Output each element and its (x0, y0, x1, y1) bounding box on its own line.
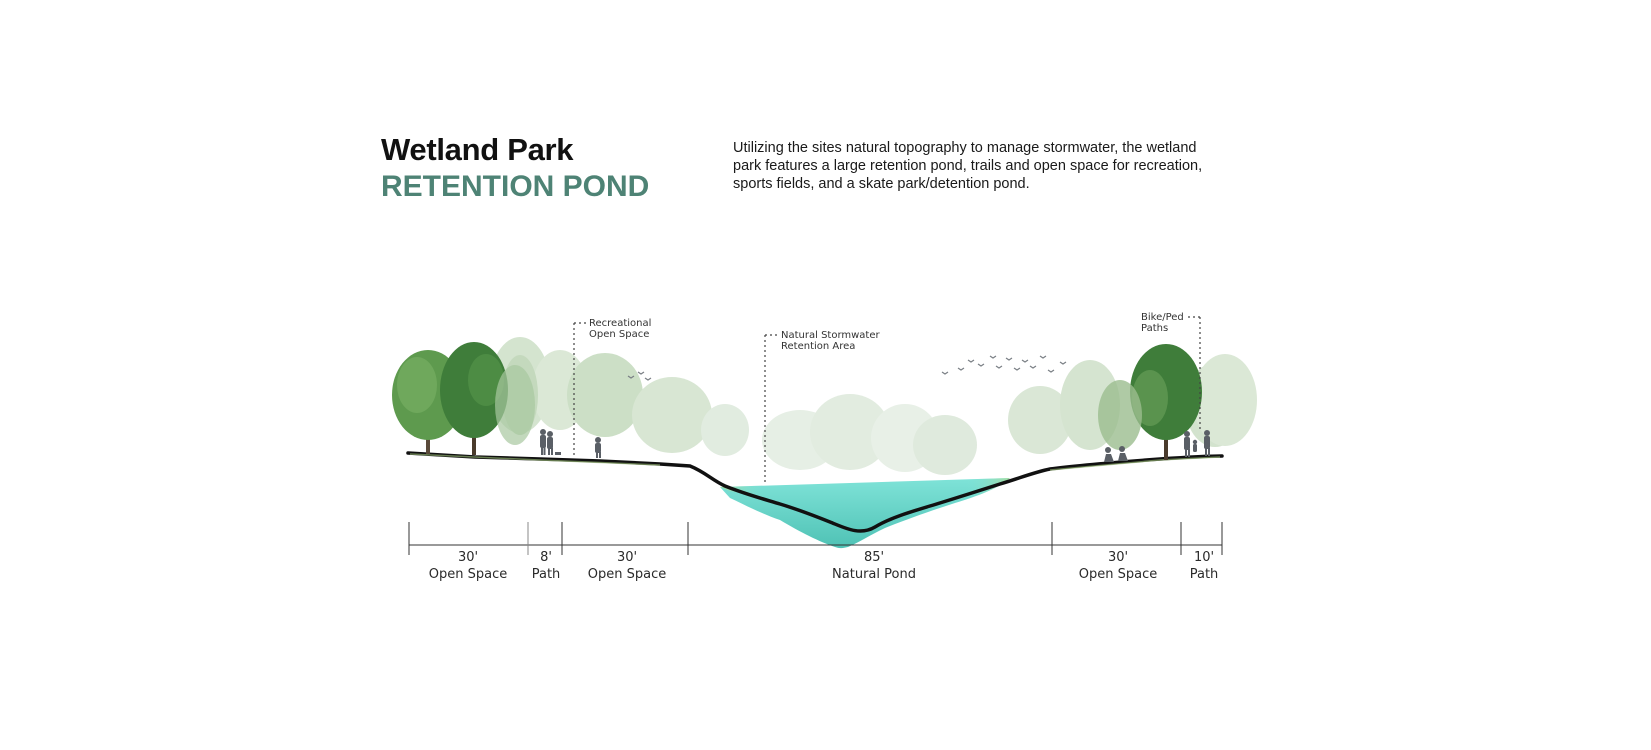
bird-icon (941, 371, 949, 375)
tree-icon (701, 404, 749, 456)
bird-icon (957, 367, 965, 371)
bird-icon (1021, 359, 1029, 363)
description: Utilizing the sites natural topography t… (733, 139, 1233, 193)
dimension-value: 30' (458, 550, 478, 565)
ground-profile (406, 451, 1224, 533)
description-line: Utilizing the sites natural topography t… (733, 140, 1197, 156)
dimension-value: 85' (864, 550, 884, 565)
tree-icon (468, 354, 504, 406)
person-icon (540, 429, 546, 455)
bird-icon (1029, 365, 1037, 369)
bird-icon (1013, 367, 1021, 371)
foreground-trees (392, 342, 1202, 460)
callout-stormwater: Natural Stormwater Retention Area (764, 330, 881, 483)
bird-icon (637, 371, 645, 375)
tree-icon (1098, 380, 1142, 450)
dimension-value: 8' (540, 550, 552, 565)
people (540, 429, 1210, 462)
pond-edge-vegetation (720, 478, 1010, 503)
bird-icon (1039, 355, 1047, 359)
bird-icon (989, 355, 997, 359)
description-line: park features a large retention pond, tr… (733, 158, 1203, 174)
dimension-label: Path (1190, 567, 1219, 582)
sitting-people-icon (1104, 446, 1128, 462)
bird-icon (644, 377, 652, 381)
tree-icon (397, 357, 437, 413)
dimension-labels: 30' Open Space 8' Path 30' Open Space 85… (429, 550, 1219, 582)
callout-text: Natural Stormwater (781, 330, 881, 341)
bird-icon (977, 363, 985, 367)
callout-text: Bike/Ped (1141, 312, 1184, 323)
dimension-value: 30' (617, 550, 637, 565)
callout-recreational: Recreational Open Space (573, 318, 651, 455)
page-title: Wetland Park (381, 132, 574, 167)
dimension-label: Open Space (429, 567, 507, 582)
dimension-label: Open Space (1079, 567, 1157, 582)
callout-bike-ped: Bike/Ped Paths (1141, 312, 1201, 430)
dog-icon (555, 452, 561, 455)
bird-icon (1005, 357, 1013, 361)
dimension-bar (408, 522, 1223, 555)
tree-icon (567, 353, 643, 437)
tree-icon (632, 377, 712, 453)
tree-icon (1008, 386, 1072, 454)
bird-icon (995, 365, 1003, 369)
callout-text: Retention Area (781, 341, 855, 352)
callout-text: Recreational (589, 318, 651, 329)
tree-icon (810, 394, 890, 470)
dimension-label: Natural Pond (832, 567, 916, 582)
family-icon (1184, 430, 1210, 457)
callout-text: Paths (1141, 323, 1168, 334)
ground-grass-strip (409, 453, 1221, 471)
dimension-label: Path (532, 567, 561, 582)
bird-icon (627, 375, 635, 379)
birds (627, 355, 1067, 381)
bird-icon (967, 359, 975, 363)
bird-icon (1047, 369, 1055, 373)
dimension-value: 30' (1108, 550, 1128, 565)
person-icon (547, 431, 553, 455)
tree-icon (913, 415, 977, 475)
person-icon (595, 437, 601, 458)
bird-icon (1059, 361, 1067, 365)
dimension-value: 10' (1194, 550, 1214, 565)
callout-text: Open Space (589, 329, 649, 340)
description-line: sports fields, and a skate park/detentio… (733, 176, 1030, 192)
tree-icon (495, 365, 535, 445)
dimension-label: Open Space (588, 567, 666, 582)
tree-icon (1193, 354, 1257, 446)
page-subtitle: RETENTION POND (381, 170, 650, 203)
